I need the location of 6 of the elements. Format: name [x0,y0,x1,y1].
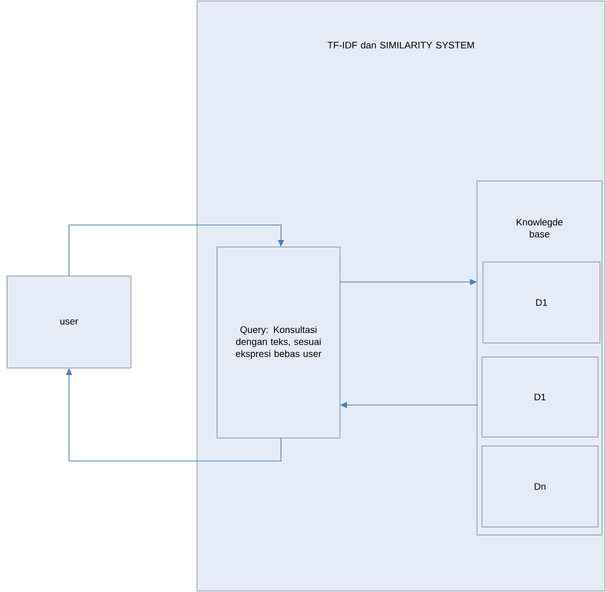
document-box: D1 [482,262,600,344]
arrow [68,224,284,276]
document-box: D1 [482,356,598,438]
process-box: user [6,276,132,368]
document-box: Dn [482,446,598,528]
process-box: Query: Konsultasi dengan teks, sesuai ekspresi bebas user [216,246,340,438]
